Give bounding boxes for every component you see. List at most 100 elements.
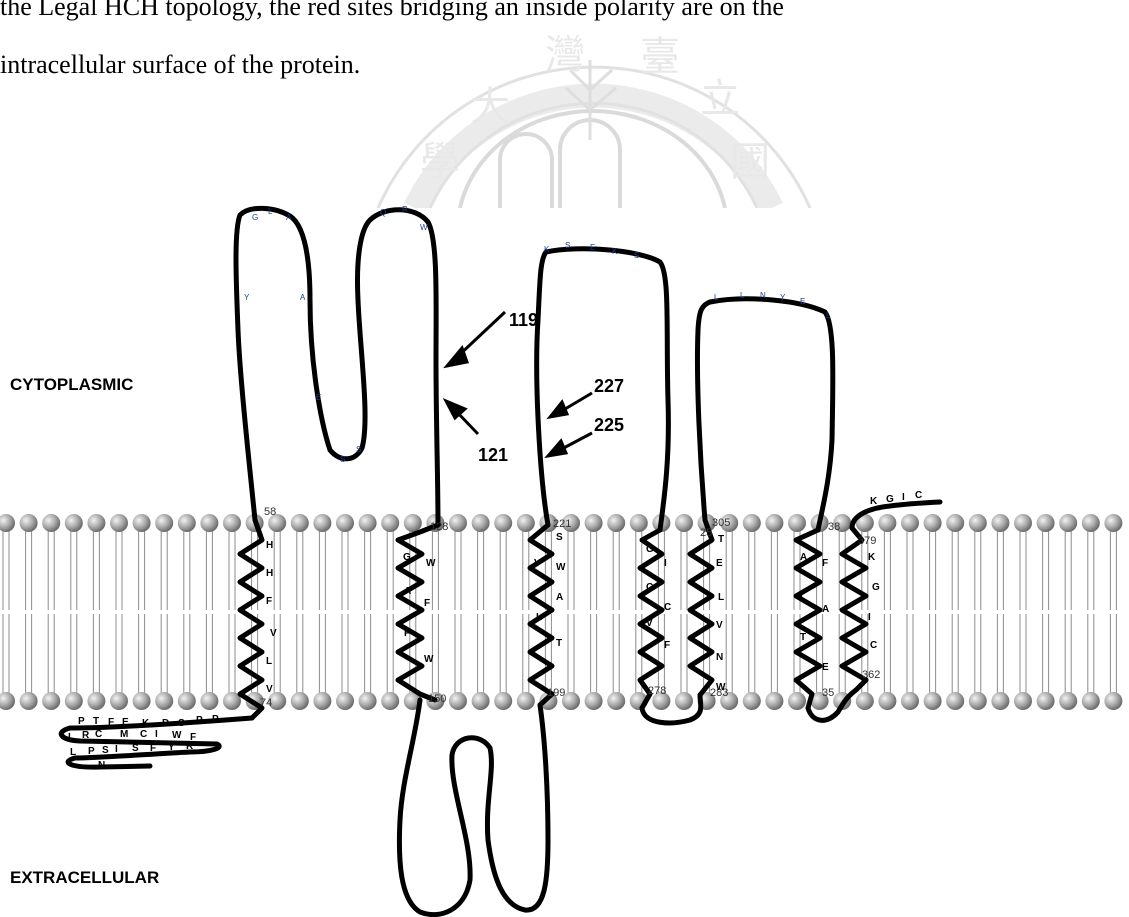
lipid-head [336, 514, 354, 532]
residue-letter: V [266, 684, 273, 695]
position-label: 150 [428, 693, 446, 705]
position-label: 25 [700, 527, 712, 539]
lipid-head [1082, 514, 1100, 532]
lipid-head [607, 514, 625, 532]
residue-letter: H [266, 568, 273, 579]
position-label: 58 [264, 506, 276, 518]
lipid-head [313, 514, 331, 532]
residue-letter: H [266, 540, 273, 551]
lipid-head [178, 692, 196, 710]
residue-letter: S [565, 241, 570, 250]
position-label: 38 [828, 521, 840, 533]
svg-text:國: 國 [730, 139, 770, 185]
residue-letter: F [404, 628, 410, 639]
residue-letter: W [172, 730, 182, 741]
residue-letter: V [534, 558, 541, 569]
lipid-head [969, 692, 987, 710]
lipid-head [946, 514, 964, 532]
lipid-head [110, 514, 128, 532]
svg-text:立: 立 [700, 76, 740, 122]
residue-letter: E [316, 393, 321, 402]
residue-letter: A [556, 592, 563, 603]
lipid-head [381, 692, 399, 710]
lipid-head [675, 514, 693, 532]
residue-letter: I [868, 612, 871, 623]
residue-letter: G [403, 552, 411, 563]
cytoplasmic-label: CYTOPLASMIC [10, 375, 133, 394]
lipid-head [924, 692, 942, 710]
residue-letter: P [88, 746, 95, 757]
lipid-head [788, 514, 806, 532]
residue-letter: S [132, 743, 139, 754]
lipid-head [20, 692, 38, 710]
lipid-head [743, 692, 761, 710]
residue-letter: F [664, 640, 670, 651]
residue-letter: S [634, 251, 639, 260]
lipid-head [404, 514, 422, 532]
residue-letter: L [714, 293, 719, 302]
residue-letter: E [822, 662, 829, 673]
residue-g: G [886, 494, 894, 505]
lipid-head [675, 692, 693, 710]
lipid-head [87, 514, 105, 532]
residue-letter: S [356, 445, 361, 454]
lipid-head [223, 514, 241, 532]
lipid-head [878, 692, 896, 710]
lipid-head [765, 692, 783, 710]
residue-letter: T [556, 638, 562, 649]
lipid-head [200, 692, 218, 710]
residue-letter: K [868, 552, 876, 563]
lipid-head [878, 514, 896, 532]
lipid-head [20, 514, 38, 532]
residue-letter: F [424, 598, 430, 609]
residue-letter: S [178, 718, 185, 729]
lipid-head [65, 692, 83, 710]
lipid-head [155, 692, 173, 710]
residue-letter: V [646, 618, 653, 629]
lipid-head [585, 514, 603, 532]
position-label: 74 [260, 697, 272, 709]
position-label: 128 [430, 521, 448, 533]
lipid-head [381, 514, 399, 532]
residue-letter: V [270, 628, 277, 639]
residue-letter: S [556, 532, 563, 543]
lipid-head [991, 692, 1009, 710]
residue-letter: C [646, 582, 653, 593]
arrow-label-227: 227 [594, 376, 624, 396]
svg-text:學: 學 [420, 139, 460, 185]
residue-letter: L [740, 291, 745, 300]
lipid-head [291, 692, 309, 710]
lipid-head [359, 692, 377, 710]
residue-letter: K [612, 247, 618, 256]
residue-letter: C [95, 729, 102, 740]
residue-letter: S [102, 745, 109, 756]
lipid-head [472, 514, 490, 532]
residue-c: C [915, 490, 922, 501]
lipid-head [155, 514, 173, 532]
residue-letter: I [664, 558, 667, 569]
position-label: 35 [822, 687, 834, 699]
lipid-head [901, 692, 919, 710]
lipid-head [65, 514, 83, 532]
lipid-head [585, 692, 603, 710]
lipid-head [607, 692, 625, 710]
residue-letter: E [716, 558, 723, 569]
residue-letter: C [870, 640, 877, 651]
residue-letter: N [716, 652, 723, 663]
lipid-head [630, 514, 648, 532]
lipid-head [110, 692, 128, 710]
lipid-head [133, 692, 151, 710]
svg-text:大: 大 [470, 84, 510, 130]
lipid-head [133, 514, 151, 532]
residue-letter: R [402, 205, 408, 214]
residue-letter: F [108, 717, 114, 728]
residue-letter: R [186, 741, 194, 752]
residue-letter: L [826, 311, 831, 320]
residue-letter: I [115, 744, 118, 755]
residue-letter: L [718, 592, 724, 603]
residue-letter: S [340, 455, 345, 464]
lipid-head [743, 514, 761, 532]
lipid-head [336, 692, 354, 710]
residue-letter: Y [780, 293, 786, 302]
